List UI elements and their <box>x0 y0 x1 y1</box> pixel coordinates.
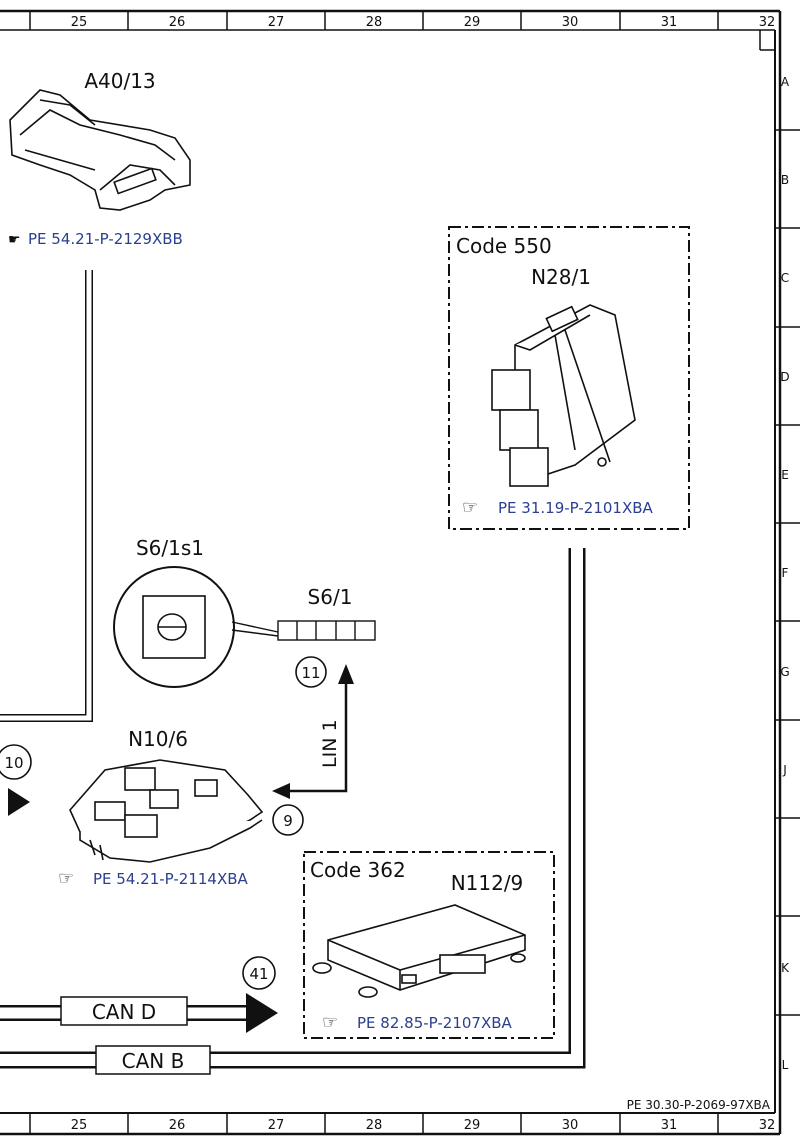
svg-text:9: 9 <box>283 812 293 830</box>
column-label-top: 32 <box>759 15 776 30</box>
column-label-bottom: 26 <box>169 1118 186 1133</box>
row-label: C <box>781 271 789 285</box>
column-label-bottom: 27 <box>268 1118 285 1133</box>
column-dividers-top <box>29 11 719 30</box>
n28-1-reference: ☞ PE 31.19-P-2101XBA <box>462 497 654 518</box>
a40-13-component <box>9 89 191 211</box>
document-id: PE 30.30-P-2069-97XBA <box>627 1098 771 1112</box>
svg-text:11: 11 <box>301 664 320 682</box>
code-362-label: Code 362 <box>310 858 406 882</box>
column-label-top: 28 <box>366 15 383 30</box>
row-label: G <box>780 665 789 679</box>
row-dividers <box>775 129 800 1016</box>
column-label-bottom: 29 <box>464 1118 481 1133</box>
column-label-top: 30 <box>562 15 579 30</box>
row-label: B <box>781 173 789 187</box>
column-label-top: 26 <box>169 15 186 30</box>
row-label: K <box>781 961 790 975</box>
lin1-arrow-up <box>338 664 354 684</box>
pointing-hand-icon: ☛ <box>8 232 21 248</box>
n112-9-ref: PE 82.85-P-2107XBA <box>357 1014 513 1032</box>
n112-9-reference: ☞ PE 82.85-P-2107XBA <box>322 1012 513 1033</box>
n112-9-label: N112/9 <box>451 871 524 895</box>
lin1-wire <box>282 676 348 793</box>
pointing-hand-icon: ☞ <box>462 497 478 518</box>
n10-6-reference: ☞ PE 54.21-P-2114XBA <box>58 868 249 889</box>
column-label-top: 25 <box>71 15 88 30</box>
a40-13-ref: PE 54.21-P-2129XBB <box>28 230 183 248</box>
marker-10: 10 <box>0 744 32 780</box>
s6-1s1-label: S6/1s1 <box>136 536 204 560</box>
code-550-label: Code 550 <box>456 234 552 258</box>
s6-1-connector <box>277 620 376 641</box>
svg-text:41: 41 <box>249 965 268 983</box>
column-label-bottom: 25 <box>71 1118 88 1133</box>
code-362-box <box>303 851 555 1039</box>
can-b-label-box <box>95 1045 211 1075</box>
s6-1-label: S6/1 <box>308 585 353 609</box>
lin1-label: LIN 1 <box>319 719 341 768</box>
svg-text:10: 10 <box>4 754 23 772</box>
row-label: D <box>780 370 789 384</box>
column-label-top: 31 <box>661 15 678 30</box>
n10-6-label: N10/6 <box>128 727 188 751</box>
marker-11: 11 <box>295 656 327 688</box>
n112-9-component <box>312 904 526 998</box>
a40-13-reference: ☛ PE 54.21-P-2129XBB <box>8 230 183 248</box>
n28-1-label: N28/1 <box>531 265 591 289</box>
pointing-hand-icon: ☞ <box>322 1012 338 1033</box>
row-label: L <box>782 1058 789 1072</box>
column-label-bottom: 28 <box>366 1118 383 1133</box>
n10-6-component <box>69 759 264 863</box>
column-label-bottom: 32 <box>759 1118 776 1133</box>
row-label: E <box>781 468 789 482</box>
n28-1-component <box>491 304 636 487</box>
offpage-arrow <box>8 788 30 816</box>
marker-9: 9 <box>272 804 304 836</box>
row-label: J <box>782 763 787 777</box>
s6-1s1-switch <box>113 566 279 688</box>
can-d-label: CAN D <box>92 1000 156 1024</box>
column-label-bottom: 30 <box>562 1118 579 1133</box>
harness-a40-13 <box>0 270 93 722</box>
row-label: F <box>782 566 789 580</box>
a40-13-label: A40/13 <box>84 69 155 93</box>
row-label: A <box>781 75 790 89</box>
column-dividers-bottom <box>29 1113 719 1134</box>
can-d-label-box <box>60 996 188 1026</box>
can-d-arrow <box>246 993 278 1033</box>
column-label-top: 29 <box>464 15 481 30</box>
lin1-arrow-left <box>272 783 290 799</box>
n28-1-ref: PE 31.19-P-2101XBA <box>498 499 654 517</box>
code-550-box <box>448 226 690 530</box>
column-label-top: 27 <box>268 15 285 30</box>
drawing-frame <box>0 9 782 1136</box>
n10-6-ref: PE 54.21-P-2114XBA <box>93 870 249 888</box>
marker-41: 41 <box>242 956 276 990</box>
column-label-bottom: 31 <box>661 1118 678 1133</box>
can-b-label: CAN B <box>122 1049 185 1073</box>
pointing-hand-icon: ☞ <box>58 868 74 889</box>
